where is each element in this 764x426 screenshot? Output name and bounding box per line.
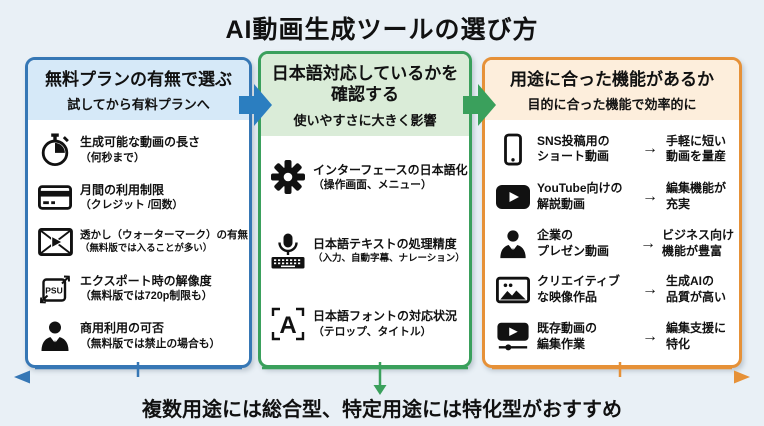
list-item-watermark: 透かし（ウォーターマーク）の有無（無料版では入ることが多い） (34, 227, 248, 257)
watermark-video-icon (36, 227, 74, 257)
export-resolution-icon: PSU (36, 273, 74, 305)
result-label: ビジネス向け機能が豊富 (662, 227, 735, 258)
use-row-corporate-presentation: 企業のプレゼン動画 → ビジネス向け機能が豊富 (491, 227, 735, 259)
column-japanese-support: 日本語対応しているかを確認する 使いやすさに大きく影響 (258, 51, 472, 368)
right-arrow-glyph: → (642, 187, 658, 205)
item-label: 月間の利用制限（クレジット /回数） (80, 182, 184, 212)
business-person-icon (495, 229, 531, 259)
use-row-existing-video-edit: 既存動画の編集作業 → 編集支援に特化 (491, 321, 733, 352)
list-item-text-processing: 日本語テキストの処理精度（入力、自動字幕、ナレーション） (267, 233, 465, 269)
right-arrow-glyph: → (642, 140, 658, 158)
list-item-commercial-use: 商用利用の可否（無料版では禁止の場合も） (34, 320, 243, 352)
item-label: 生成可能な動画の長さ（何秒まで） (80, 135, 201, 164)
item-label: 日本語テキストの処理精度（入力、自動字幕、ナレーション） (313, 237, 465, 264)
column-subtitle: 使いやすさに大きく影響 (293, 112, 437, 128)
result-label: 編集支援に特化 (666, 321, 727, 351)
photo-icon (495, 276, 531, 304)
list-item-video-length: 生成可能な動画の長さ（何秒まで） (34, 133, 243, 167)
item-label: 日本語フォントの対応状況（テロップ、タイトル） (313, 309, 458, 338)
column-title: 日本語対応しているかを確認する (271, 64, 459, 105)
right-arrow-glyph: → (642, 281, 658, 299)
column-japanese-support-header: 日本語対応しているかを確認する 使いやすさに大きく影響 (261, 54, 469, 136)
item-label: インターフェースの日本語化（操作画面、メニュー） (313, 162, 468, 192)
business-person-icon (36, 320, 74, 352)
column-subtitle: 目的に合った機能で効率的に (527, 97, 697, 113)
column-free-plan: 無料プランの有無で選ぶ 試してから有料プランへ 生成可能な動画の長さ（何秒まで） (25, 57, 252, 368)
mic-keyboard-icon (269, 233, 307, 269)
list-item-monthly-limit: 月間の利用制限（クレジット /回数） (34, 183, 243, 213)
stopwatch-icon (36, 133, 74, 167)
column-title: 無料プランの有無で選ぶ (45, 70, 232, 89)
flow-arrow-blue-icon (239, 82, 273, 133)
list-item-font-support: A 日本語フォントの対応状況（テロップ、タイトル） (267, 307, 463, 341)
list-item-interface-japanese: インターフェースの日本語化（操作画面、メニュー） (267, 159, 468, 195)
column-title: 用途に合った機能があるか (510, 70, 714, 89)
column-free-plan-header: 無料プランの有無で選ぶ 試してから有料プランへ (28, 60, 249, 121)
use-label: 既存動画の編集作業 (537, 321, 598, 351)
gear-icon (269, 159, 307, 195)
column-free-plan-body: 生成可能な動画の長さ（何秒まで） 月間の利用制限（クレジット /回数） (28, 120, 249, 365)
youtube-icon (495, 184, 531, 210)
video-edit-icon (495, 321, 531, 352)
svg-text:A: A (279, 312, 296, 339)
credit-card-icon (36, 184, 74, 211)
footer-recommendation: 複数用途には総合型、特定用途には特化型がおすすめ (142, 399, 622, 421)
item-label: 透かし（ウォーターマーク）の有無（無料版では入ることが多い） (80, 229, 248, 255)
use-label: YouTube向けの解説動画 (537, 181, 623, 211)
use-row-youtube: YouTube向けの解説動画 → 編集機能が充実 (491, 181, 733, 212)
font-a-icon: A (269, 307, 307, 341)
bottom-flow-connector (0, 354, 764, 405)
item-label: 商用利用の可否（無料版では禁止の場合も） (80, 321, 221, 350)
list-item-export-resolution: PSU エクスポート時の解像度（無料版では720p制限も） (34, 273, 243, 305)
right-arrow-glyph: → (640, 234, 656, 252)
column-subtitle: 試してから有料プランへ (67, 97, 210, 113)
svg-text:PSU: PSU (45, 285, 62, 295)
column-purpose-features: 用途に合った機能があるか 目的に合った機能で効率的に SNS投稿用のショート動画… (482, 57, 742, 368)
item-label: エクスポート時の解像度（無料版では720p制限も） (80, 273, 213, 303)
column-purpose-features-body: SNS投稿用のショート動画 → 手軽に短い動画を量産 YouTube向けの解説動… (485, 120, 739, 365)
right-arrow-glyph: → (642, 327, 658, 345)
smartphone-icon (495, 133, 531, 166)
column-purpose-features-header: 用途に合った機能があるか 目的に合った機能で効率的に (485, 60, 739, 121)
use-label: 企業のプレゼン動画 (537, 227, 610, 258)
page-title: AI動画生成ツールの選び方 (225, 16, 539, 44)
use-label: クリエイティブな映像作品 (537, 274, 621, 305)
column-japanese-support-body: インターフェースの日本語化（操作画面、メニュー） 日本語テキストの処理精度（入力… (261, 136, 469, 366)
use-label: SNS投稿用のショート動画 (537, 133, 610, 164)
use-row-creative-works: クリエイティブな映像作品 → 生成AIの品質が高い (491, 274, 733, 305)
use-row-sns-short: SNS投稿用のショート動画 → 手軽に短い動画を量産 (491, 133, 733, 166)
result-label: 生成AIの品質が高い (666, 274, 727, 305)
result-label: 編集機能が充実 (666, 181, 727, 211)
flow-arrow-green-icon (463, 82, 497, 133)
result-label: 手軽に短い動画を量産 (666, 133, 727, 164)
